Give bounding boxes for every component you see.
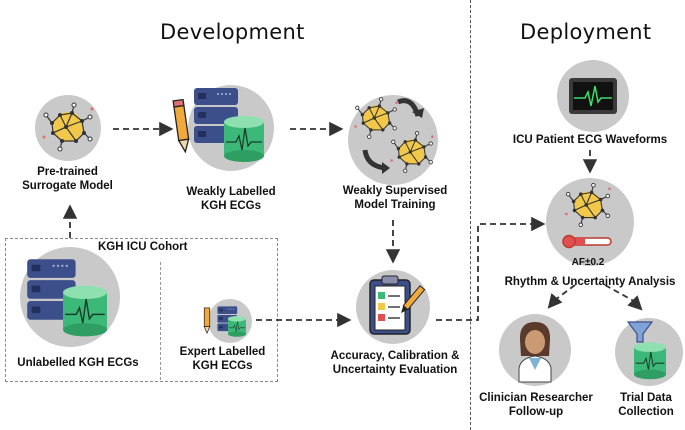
kgh-icu-cohort-box <box>5 238 278 382</box>
ecg-monitor-icon <box>569 78 617 114</box>
clipboard-icon <box>369 275 411 335</box>
arrow-analysis-to-trial <box>604 284 643 311</box>
cohort-inner-divider <box>160 262 161 380</box>
cohort-title: KGH ICU Cohort <box>98 241 188 253</box>
icu-waveforms-label: ICU Patient ECG Waveforms <box>512 134 668 146</box>
evaluation-label: Accuracy, Calibration &Uncertainty Evalu… <box>330 350 460 376</box>
arrow-analysis-to-clinician <box>547 284 576 309</box>
funnel-icon <box>626 321 654 343</box>
deployment-title: Deployment <box>520 20 652 44</box>
analysis-label: Rhythm & Uncertainty Analysis <box>504 276 676 288</box>
section-divider <box>470 0 471 430</box>
pencil-icon <box>172 98 190 154</box>
af-readout: AF±0.2 <box>571 257 605 268</box>
analysis-circle <box>546 178 634 266</box>
unlabelled-label: Unlabelled KGH ECGs <box>17 357 139 369</box>
thermometer-icon <box>562 234 612 249</box>
clinician-icon <box>518 322 552 383</box>
development-title: Development <box>160 20 305 44</box>
arrow-eval-to-analysis <box>436 216 546 321</box>
